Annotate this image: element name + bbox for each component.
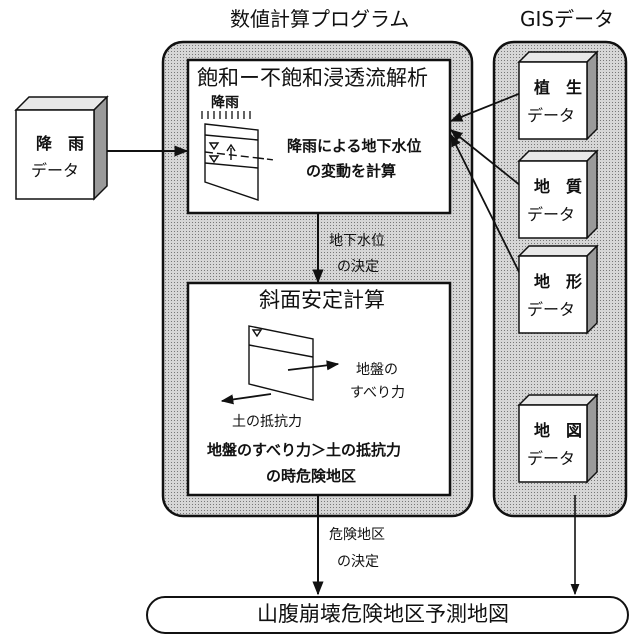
vegetation-label-1: 植 生 [534, 78, 583, 97]
terrain-label-2: データ [527, 300, 576, 319]
stability-box [186, 281, 452, 497]
vegetation-arrow [449, 90, 527, 122]
rain-data-label-2: データ [31, 161, 80, 180]
slip-label-1: 地盤の [356, 362, 398, 378]
output-box [146, 596, 629, 634]
vegetation-cube [517, 50, 599, 141]
map-label-2: データ [527, 449, 576, 468]
resist-force-arrow [220, 393, 272, 405]
vegetation-label-2: データ [527, 106, 576, 125]
stability-text-2: の時危険地区 [266, 467, 357, 485]
terrain-label-1: 地 形 [534, 272, 583, 291]
analysis-text-1: 降雨による地下水位 [287, 137, 422, 155]
map-cube [517, 393, 599, 484]
gis-header: GISデータ [520, 7, 615, 31]
geology-label-1: 地 質 [534, 177, 583, 196]
stability-text-1: 地盤のすべり力＞土の抵抗力 [207, 441, 401, 459]
terrain-arrow [450, 133, 527, 287]
rain-label: 降雨 [211, 95, 239, 111]
output-label: 山腹崩壊危険地区予測地図 [257, 602, 509, 626]
slope-sketch [248, 325, 314, 401]
terrain-cube [517, 244, 599, 335]
geology-arrow [450, 129, 527, 191]
slip-force-arrow [287, 360, 340, 371]
geology-cube [517, 149, 599, 240]
stability-title: 斜面安定計算 [259, 288, 385, 312]
geology-label-2: データ [527, 205, 576, 224]
analysis-title: 飽和ー不飽和浸透流解析 [197, 66, 428, 90]
groundwater-decision-2: の決定 [337, 259, 379, 275]
danger-decision-1: 危険地区 [329, 527, 385, 543]
analysis-text-2: の変動を計算 [306, 162, 397, 180]
rain-data-label-1: 降 雨 [36, 134, 85, 153]
infiltration-sketch [204, 123, 275, 201]
map-label-1: 地 図 [534, 421, 583, 440]
slip-label-2: すべり力 [350, 385, 406, 401]
resist-label: 土の抵抗力 [232, 414, 302, 430]
groundwater-decision-1: 地下水位 [329, 233, 385, 249]
danger-decision-2: の決定 [337, 554, 379, 570]
program-header: 数値計算プログラム [230, 7, 410, 31]
rain-ticks [201, 111, 251, 119]
rain-data-cube [14, 95, 109, 201]
